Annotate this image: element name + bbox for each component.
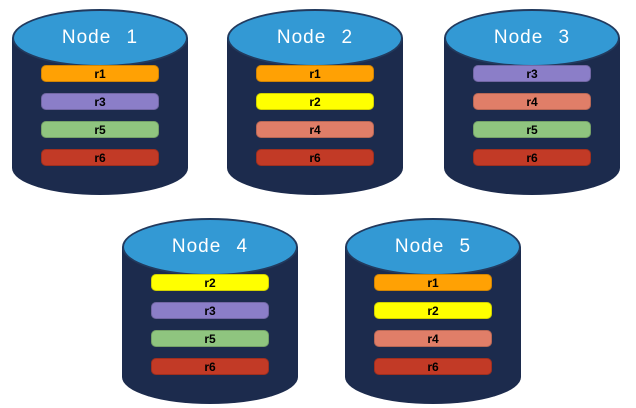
partition-bar-r6: r6 bbox=[473, 149, 591, 166]
node-label: Node 2 bbox=[276, 27, 354, 48]
partition-bar-r6: r6 bbox=[151, 358, 269, 375]
partition-list: r1 r2 r4 r6 bbox=[256, 65, 374, 166]
database-node-3: Node 3 r3 r4 r5 r6 bbox=[444, 9, 620, 195]
partition-label: r4 bbox=[309, 122, 321, 137]
partition-bar-r1: r1 bbox=[41, 65, 159, 82]
partition-bar-r2: r2 bbox=[374, 302, 492, 319]
database-node-5: Node 5 r1 r2 r4 r6 bbox=[345, 218, 521, 404]
node-label: Node 4 bbox=[171, 236, 249, 257]
partition-label: r1 bbox=[427, 275, 439, 290]
partition-label: r4 bbox=[427, 331, 439, 346]
partition-bar-r4: r4 bbox=[256, 121, 374, 138]
partition-bar-r4: r4 bbox=[473, 93, 591, 110]
partition-bar-r5: r5 bbox=[151, 330, 269, 347]
node-label: Node 5 bbox=[394, 236, 472, 257]
partition-label: r6 bbox=[309, 150, 321, 165]
database-node-1: Node 1 r1 r3 r5 r6 bbox=[12, 9, 188, 195]
partition-bar-r2: r2 bbox=[151, 274, 269, 291]
node-label: Node 1 bbox=[61, 27, 139, 48]
partition-bar-r3: r3 bbox=[41, 93, 159, 110]
partition-list: r3 r4 r5 r6 bbox=[473, 65, 591, 166]
partition-label: r2 bbox=[309, 94, 321, 109]
partition-bar-r5: r5 bbox=[473, 121, 591, 138]
database-node-2: Node 2 r1 r2 r4 r6 bbox=[227, 9, 403, 195]
cylinder-top-ellipse: Node 2 bbox=[227, 9, 403, 67]
partition-label: r6 bbox=[427, 359, 439, 374]
partition-label: r2 bbox=[427, 303, 439, 318]
partition-bar-r6: r6 bbox=[41, 149, 159, 166]
partition-label: r5 bbox=[94, 122, 106, 137]
partition-bar-r3: r3 bbox=[473, 65, 591, 82]
cylinder-top-ellipse: Node 4 bbox=[122, 218, 298, 276]
partition-label: r6 bbox=[204, 359, 216, 374]
partition-bar-r1: r1 bbox=[374, 274, 492, 291]
partition-label: r2 bbox=[204, 275, 216, 290]
cylinder-top-ellipse: Node 3 bbox=[444, 9, 620, 67]
partition-bar-r2: r2 bbox=[256, 93, 374, 110]
partition-label: r5 bbox=[204, 331, 216, 346]
partition-label: r6 bbox=[526, 150, 538, 165]
partition-bar-r3: r3 bbox=[151, 302, 269, 319]
cylinder-top-ellipse: Node 1 bbox=[12, 9, 188, 67]
partition-list: r1 r2 r4 r6 bbox=[374, 274, 492, 375]
partition-label: r6 bbox=[94, 150, 106, 165]
partition-label: r4 bbox=[526, 94, 538, 109]
partition-label: r3 bbox=[526, 66, 538, 81]
partition-label: r3 bbox=[204, 303, 216, 318]
partition-bar-r6: r6 bbox=[374, 358, 492, 375]
partition-list: r2 r3 r5 r6 bbox=[151, 274, 269, 375]
partition-label: r5 bbox=[526, 122, 538, 137]
partition-bar-r5: r5 bbox=[41, 121, 159, 138]
cylinder-top-ellipse: Node 5 bbox=[345, 218, 521, 276]
partition-list: r1 r3 r5 r6 bbox=[41, 65, 159, 166]
partition-bar-r1: r1 bbox=[256, 65, 374, 82]
partition-label: r1 bbox=[309, 66, 321, 81]
partition-bar-r6: r6 bbox=[256, 149, 374, 166]
partition-label: r1 bbox=[94, 66, 106, 81]
partition-label: r3 bbox=[94, 94, 106, 109]
node-label: Node 3 bbox=[493, 27, 571, 48]
partition-bar-r4: r4 bbox=[374, 330, 492, 347]
database-node-4: Node 4 r2 r3 r5 r6 bbox=[122, 218, 298, 404]
